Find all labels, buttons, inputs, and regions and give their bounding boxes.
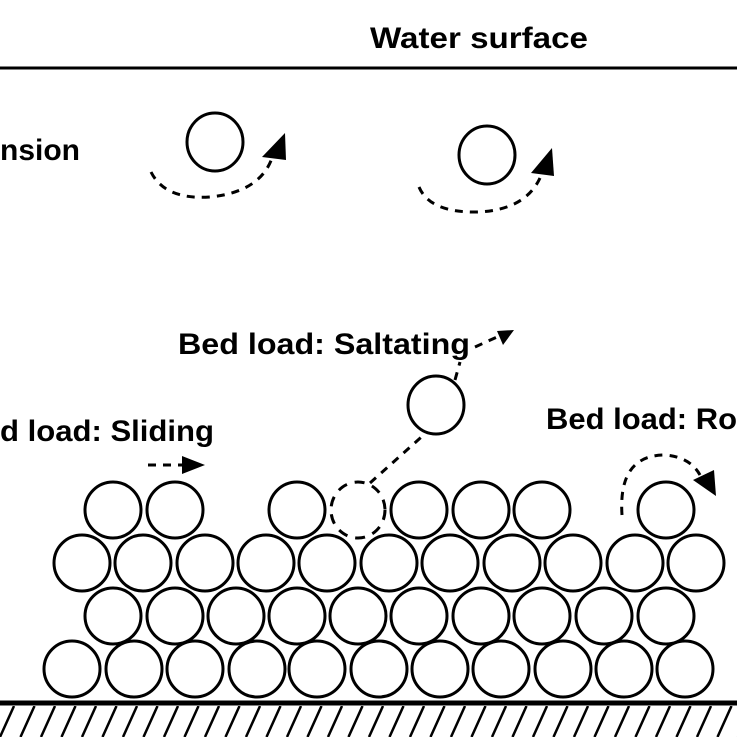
sliding-label: d load: Sliding xyxy=(0,415,214,448)
hatch-line xyxy=(470,706,487,737)
hatch-line xyxy=(265,706,282,737)
bed-particle xyxy=(636,586,696,646)
bed-particle xyxy=(359,533,419,593)
arrowhead-icon xyxy=(182,456,205,474)
hatch-line xyxy=(408,706,426,737)
hatch-line xyxy=(162,706,180,737)
original-position-outline xyxy=(329,480,387,540)
bed-particle xyxy=(145,480,205,540)
hatch-line xyxy=(367,706,385,737)
hatch-line xyxy=(716,706,733,737)
bed-particle xyxy=(605,533,665,593)
bed-particle xyxy=(175,533,235,593)
hatch-line xyxy=(19,706,36,737)
saltation-path xyxy=(368,430,429,485)
bed-particle xyxy=(410,639,470,699)
saltating-label: Bed load: Saltating xyxy=(178,328,470,361)
bed-particle xyxy=(471,639,531,699)
arrowhead-icon xyxy=(693,470,716,496)
suspended-particle xyxy=(457,124,517,186)
suspension-path-arrow xyxy=(417,177,542,214)
bed-particle xyxy=(655,639,715,699)
bed-particle xyxy=(482,533,542,593)
hatch-line xyxy=(0,706,16,737)
bed-particle xyxy=(42,639,102,699)
hatch-line xyxy=(80,706,98,737)
hatch-line xyxy=(203,706,221,737)
bed-particle xyxy=(543,533,603,593)
hatch-line xyxy=(695,706,713,737)
hatch-line xyxy=(552,706,569,737)
arrowhead-icon xyxy=(262,133,286,160)
hatch-line xyxy=(490,706,508,737)
suspended-particle xyxy=(185,111,245,173)
bed-particle xyxy=(165,639,225,699)
bed-particle xyxy=(267,586,327,646)
hatch-line xyxy=(183,706,200,737)
bed-hatching xyxy=(0,706,737,737)
bed-particle xyxy=(104,639,164,699)
bed-particle xyxy=(420,533,480,593)
hatch-line xyxy=(121,706,139,737)
bed-particle xyxy=(636,480,696,540)
hatch-line xyxy=(101,706,118,737)
hatch-line xyxy=(593,706,610,737)
hatch-line xyxy=(572,706,590,737)
bed-particle xyxy=(349,639,409,699)
bed-particle xyxy=(512,480,572,540)
bed-particle xyxy=(594,639,654,699)
bed-particle xyxy=(512,586,572,646)
hatch-line xyxy=(224,706,241,737)
rolling-label: Bed load: Ro xyxy=(546,403,737,436)
bed-particle xyxy=(236,533,296,593)
hatch-line xyxy=(531,706,549,737)
arrowhead-icon xyxy=(497,330,514,345)
hatch-line xyxy=(142,706,159,737)
hatch-line xyxy=(613,706,631,737)
hatch-line xyxy=(634,706,651,737)
hatch-line xyxy=(388,706,405,737)
bed-particle xyxy=(83,586,143,646)
hatch-line xyxy=(60,706,77,737)
bed-particle xyxy=(533,639,593,699)
bed-particle xyxy=(287,639,347,699)
bed-particle xyxy=(328,586,388,646)
suspension-path-arrow xyxy=(149,157,274,199)
bed-particle xyxy=(267,480,327,540)
hatch-line xyxy=(347,706,364,737)
hatch-line xyxy=(285,706,303,737)
hatch-line xyxy=(654,706,672,737)
bed-particle xyxy=(451,586,511,646)
bed-particle xyxy=(666,533,726,593)
bed-particle xyxy=(574,586,634,646)
bed-particle xyxy=(227,639,287,699)
hatch-line xyxy=(39,706,57,737)
bed-particle xyxy=(451,480,511,540)
hatch-line xyxy=(675,706,692,737)
water-surface-label: Water surface xyxy=(370,22,588,55)
bed-particles xyxy=(42,480,726,699)
hatch-line xyxy=(244,706,262,737)
suspension-label: nsion xyxy=(0,134,80,167)
bed-particle xyxy=(389,586,449,646)
bed-particle xyxy=(113,533,173,593)
hatch-line xyxy=(306,706,323,737)
hatch-line xyxy=(449,706,467,737)
arrowhead-icon xyxy=(531,148,554,176)
bed-particle xyxy=(83,480,143,540)
bed-particle xyxy=(389,480,449,540)
hatch-line xyxy=(326,706,344,737)
saltation-path xyxy=(453,335,498,381)
bed-particle xyxy=(145,586,205,646)
bed-particle xyxy=(52,533,112,593)
hatch-line xyxy=(429,706,446,737)
bed-particle xyxy=(206,586,266,646)
hatch-line xyxy=(511,706,528,737)
saltating-particle xyxy=(406,374,466,436)
bed-particle xyxy=(297,533,357,593)
